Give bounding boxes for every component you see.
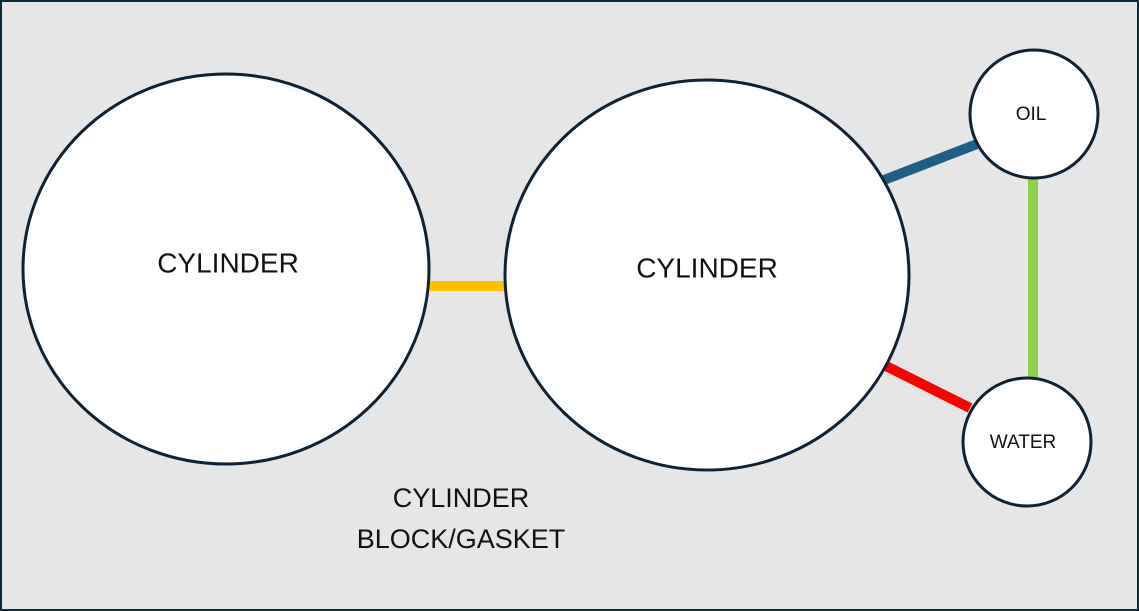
caption-line-1: CYLINDER [393,483,530,513]
caption-line-2: BLOCK/GASKET [357,524,566,554]
cylinder-left-node [21,72,431,466]
water-node [961,376,1093,508]
link-cylinder-oil [882,139,979,185]
cylinder-right-node [503,78,911,472]
oil-label: OIL [1016,104,1047,125]
water-label: WATER [990,432,1057,453]
cylinder-right-label: CYLINDER [636,252,778,283]
link-cylinder-water [883,361,973,413]
oil-node [968,48,1100,180]
cylinder-left-label: CYLINDER [157,247,299,278]
